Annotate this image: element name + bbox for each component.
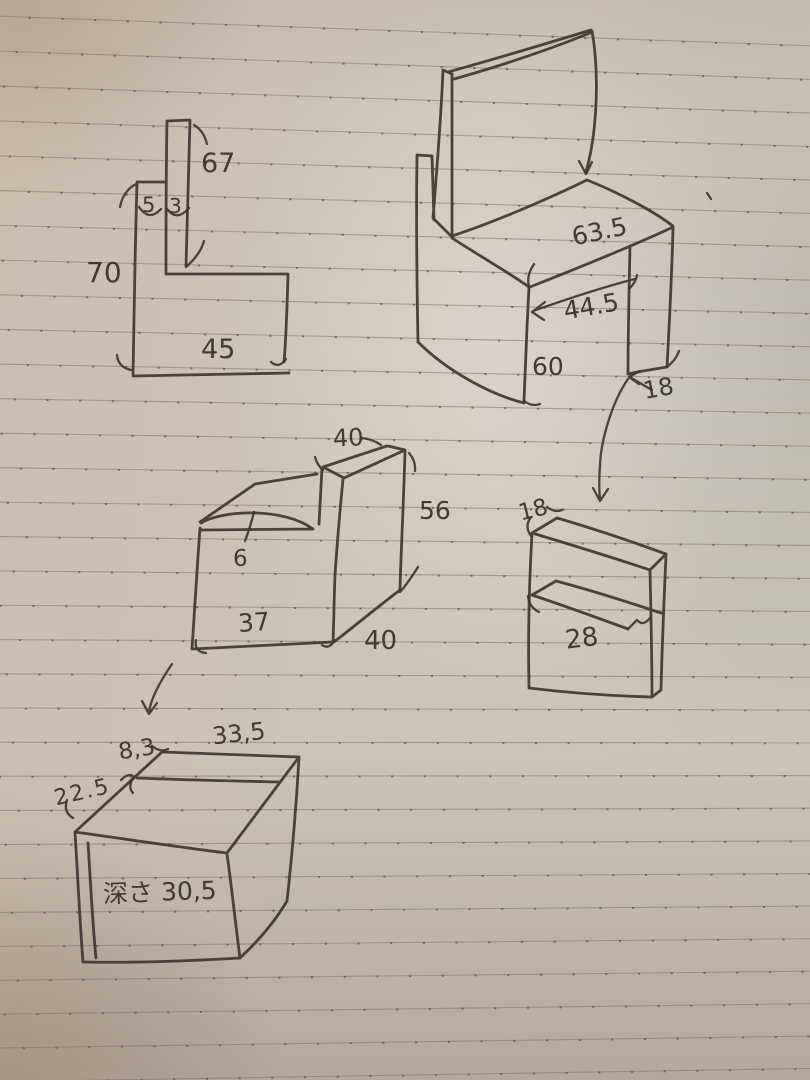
label-back-gap: 5 — [142, 193, 155, 217]
label-height: 60 — [532, 352, 564, 381]
step-unit-annotation-strokes — [194, 436, 420, 655]
arrow-to-shelf-box — [591, 377, 630, 503]
label-depth-note: 深さ 30,5 — [103, 876, 218, 909]
storage-box-outline — [73, 750, 301, 964]
figure-side-profile: 67 5 3 70 45 — [86, 118, 291, 378]
shelf-box-outline — [527, 516, 668, 699]
label-opening-width: 44.5 — [561, 287, 621, 325]
label-top-depth: 40 — [332, 423, 364, 453]
figure-desk: 63.5 44.5 60 18 — [415, 28, 713, 503]
desk-outline — [415, 28, 675, 405]
side-profile-annotation-strokes — [115, 123, 288, 372]
arrow-to-storage-box — [140, 662, 174, 716]
label-shelf-width: 28 — [564, 622, 601, 656]
label-overall-height: 70 — [86, 256, 122, 289]
label-base-depth: 40 — [364, 626, 397, 656]
label-top-width: 33,5 — [211, 717, 267, 750]
figure-shelf-box: 18 28 — [516, 494, 668, 699]
label-cushion-drop: 6 — [233, 546, 248, 572]
label-lid-strip: 8,3 — [117, 734, 157, 765]
step-unit-outline — [190, 444, 407, 651]
ruled-lines — [0, 15, 810, 1080]
label-leg-depth: 18 — [641, 372, 676, 405]
label-top-width: 63.5 — [569, 211, 629, 251]
label-seat-width: 37 — [237, 607, 271, 638]
storage-box-annotation-strokes — [64, 744, 170, 820]
shelf-box-annotation-strokes — [526, 505, 652, 631]
label-depth: 18 — [516, 494, 551, 526]
figure-storage-box: 8,3 33,5 22.5 深さ 30,5 — [52, 717, 301, 964]
desk-annotation-strokes — [522, 159, 713, 407]
label-back-height: 67 — [201, 148, 235, 179]
label-back-height: 56 — [419, 496, 451, 525]
ink-layer: 67 5 3 70 45 63.5 44.5 60 18 40 56 6 37 … — [52, 28, 713, 964]
label-base-width: 45 — [201, 334, 235, 365]
label-board-thickness: 3 — [169, 194, 182, 218]
side-profile-outline — [131, 118, 291, 378]
figure-step-unit: 40 56 6 37 40 — [140, 423, 451, 716]
